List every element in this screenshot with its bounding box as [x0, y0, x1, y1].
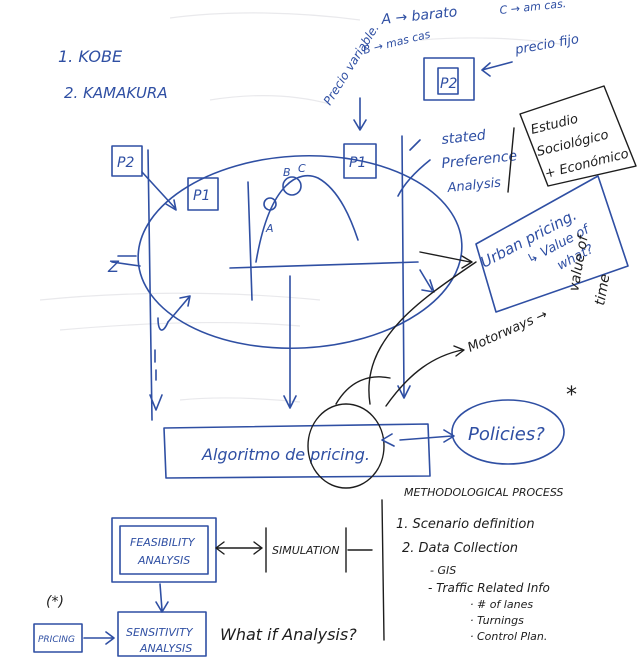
box-p1-right	[343, 143, 377, 179]
curve-point-c: C	[298, 162, 306, 175]
estudio-bracket	[507, 127, 515, 193]
star-marker: (*)	[46, 594, 64, 610]
methodology-bullet-control: · Control Plan.	[470, 630, 547, 643]
p2-left-label: P2	[117, 155, 134, 171]
methodology-sub-gis: - GIS	[430, 564, 456, 577]
pricing-small-label: PRICING	[38, 635, 75, 645]
stated-connector	[397, 159, 431, 197]
curve-point-a: A	[265, 222, 274, 235]
left-line-arrowhead	[149, 394, 163, 411]
algorithm-box	[163, 423, 431, 479]
connector-to-motorways	[385, 345, 465, 407]
estudio-line-1: Estudio	[529, 112, 579, 138]
box-p2-top-inner	[437, 67, 459, 95]
methodology-bullet-lanes: · # of lanes	[470, 598, 533, 611]
arrow-feasibility-down	[155, 583, 169, 613]
methodology-sub-traffic: - Traffic Related Info	[428, 581, 550, 595]
arrow-variable-down	[353, 97, 367, 131]
arrow-to-urban	[419, 251, 473, 269]
methodology-title: METHODOLOGICAL PROCESS	[404, 486, 563, 499]
sensitivity-line-2: ANALYSIS	[139, 642, 192, 655]
p2-top-label: P2	[440, 76, 457, 92]
point-a-circle	[263, 197, 277, 211]
connector-to-urban	[368, 261, 477, 405]
inner-horizontal-axis	[229, 261, 419, 269]
feasibility-box-inner	[119, 525, 209, 575]
right-tick	[409, 139, 421, 151]
arrow-pricing-to-sensitivity	[83, 631, 115, 645]
pricing-small-box	[33, 623, 83, 653]
feasibility-simulation-arrow	[215, 541, 263, 555]
pricing-circle	[307, 403, 385, 489]
z-axis-mark	[111, 255, 141, 267]
box-p1-left	[187, 177, 219, 211]
simulation-brackets	[265, 527, 347, 573]
box-p2-left	[111, 145, 143, 177]
inner-vertical-axis	[247, 181, 253, 301]
feasibility-line-2: ANALYSIS	[137, 554, 190, 567]
pricing-a-label: A → barato	[380, 4, 458, 28]
p1-right-label: P1	[349, 155, 366, 171]
what-if-label: What if Analysis?	[220, 625, 357, 644]
algorithm-policies-arrow	[381, 429, 455, 447]
price-curve	[255, 174, 359, 263]
policies-label: Policies?	[468, 424, 545, 445]
right-vertical-line	[401, 135, 405, 397]
methodology-divider	[381, 499, 385, 641]
point-bc-circle	[282, 176, 302, 196]
bleed-through-marks	[39, 12, 561, 403]
precio-fijo-label: precio fijo	[513, 32, 580, 58]
left-dash-marks	[154, 349, 157, 381]
precio-variable-label: Precio variable.	[321, 21, 382, 107]
center-down-arrow	[283, 275, 297, 409]
stated-label: stated	[441, 127, 487, 148]
axis-z-label: Z	[107, 257, 120, 276]
arrow-p2-to-p1	[141, 171, 177, 211]
methodology-step-1: 1. Scenario definition	[396, 517, 535, 532]
main-ellipse	[137, 154, 463, 350]
urban-pricing-box	[475, 175, 629, 313]
algorithm-label: Algoritmo de pricing.	[201, 445, 370, 464]
list-item-kobe: 1. KOBE	[58, 47, 123, 66]
list-item-kamakura: 2. KAMAKURA	[64, 84, 168, 102]
ellipse-right-arrow	[419, 269, 435, 293]
methodology-bullet-turnings: · Turnings	[470, 614, 524, 627]
policies-ellipse	[451, 399, 565, 465]
curve-point-b: B	[283, 166, 291, 179]
analysis-label: Analysis	[446, 175, 502, 196]
sensitivity-box	[117, 611, 207, 657]
value-of-time-line-2: time	[592, 273, 613, 307]
box-p2-top	[423, 57, 475, 101]
simulation-label: SIMULATION	[272, 544, 339, 557]
connector-loop	[335, 376, 391, 405]
small-loop	[157, 317, 169, 331]
p1-left-label: P1	[193, 188, 210, 204]
estudio-box	[519, 85, 637, 187]
arrow-to-p2-top	[481, 61, 513, 77]
asterisk-mark: *	[566, 383, 577, 408]
feasibility-line-1: FEASIBILITY	[130, 536, 196, 549]
feasibility-box-outer	[111, 517, 217, 583]
sensitivity-line-1: SENSITIVITY	[126, 626, 194, 639]
right-vertical-arrowhead	[397, 385, 411, 399]
motorways-label: Motorways →	[466, 307, 550, 356]
methodology-step-2: 2. Data Collection	[402, 541, 518, 556]
left-vertical-line	[147, 149, 153, 421]
preference-label: Preference	[441, 148, 518, 172]
small-up-arrow	[167, 295, 191, 323]
pricing-c-label: C → am cas.	[499, 0, 567, 17]
